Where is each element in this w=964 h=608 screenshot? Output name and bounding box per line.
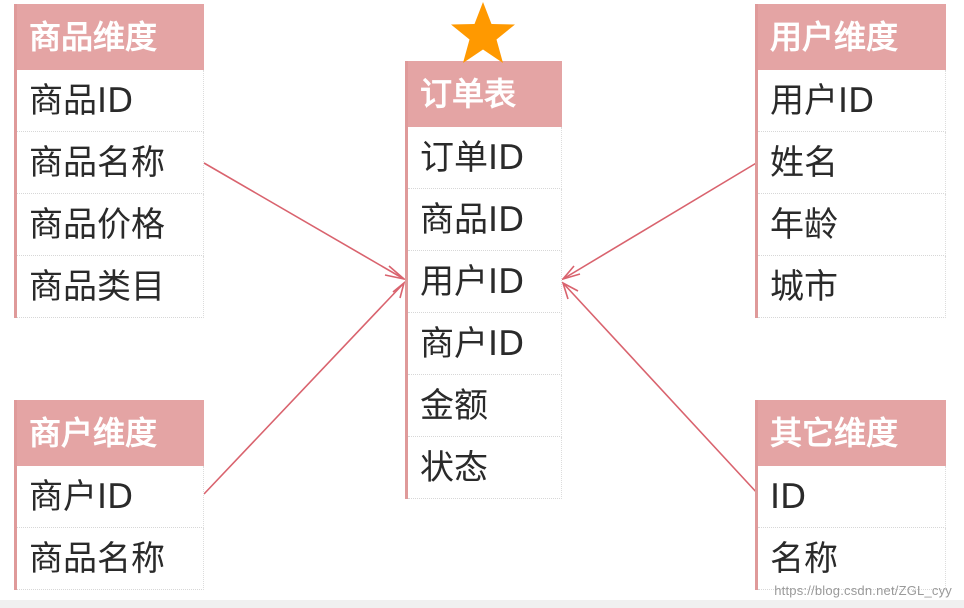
order-field-status: 状态: [408, 437, 562, 499]
order-field-user-id: 用户ID: [408, 251, 562, 313]
order-field-merchant-id: 商户ID: [408, 313, 562, 375]
product-field-product-price: 商品价格: [17, 194, 204, 256]
user-field-age: 年龄: [758, 194, 946, 256]
product-field-product-name: 商品名称: [17, 132, 204, 194]
product-dimension-title: 商品维度: [17, 4, 204, 70]
merchant-field-product-name: 商品名称: [17, 528, 204, 590]
other-dimension-table: 其它维度 ID 名称: [755, 400, 946, 590]
user-field-user-id: 用户ID: [758, 70, 946, 132]
bottom-strip: [0, 600, 964, 608]
other-field-id: ID: [758, 466, 946, 528]
merchant-field-merchant-id: 商户ID: [17, 466, 204, 528]
order-table-title: 订单表: [408, 61, 562, 127]
star-icon: [451, 2, 515, 63]
other-dimension-title: 其它维度: [758, 400, 946, 466]
merchant-dimension-table: 商户维度 商户ID 商品名称: [14, 400, 204, 590]
order-field-product-id: 商品ID: [408, 189, 562, 251]
product-dimension-table: 商品维度 商品ID 商品名称 商品价格 商品类目: [14, 4, 204, 318]
connector-product-dimension: [203, 162, 405, 280]
order-field-amount: 金额: [408, 375, 562, 437]
arrowhead-other-dimension: [561, 281, 579, 300]
order-fact-table: 订单表 订单ID 商品ID 用户ID 商户ID 金额 状态: [405, 61, 562, 499]
arrowhead-merchant-dimension: [392, 280, 406, 299]
arrowhead-user-dimension: [560, 265, 581, 281]
user-field-name: 姓名: [758, 132, 946, 194]
connector-other-dimension: [562, 282, 759, 495]
watermark: https://blog.csdn.net/ZGL_cyy: [774, 583, 952, 598]
user-dimension-table: 用户维度 用户ID 姓名 年龄 城市: [755, 4, 946, 318]
connector-merchant-dimension: [203, 282, 405, 495]
arrowhead-product-dimension: [384, 265, 407, 281]
other-field-name: 名称: [758, 528, 946, 590]
product-field-product-category: 商品类目: [17, 256, 204, 318]
order-field-order-id: 订单ID: [408, 127, 562, 189]
user-field-city: 城市: [758, 256, 946, 318]
merchant-dimension-title: 商户维度: [17, 400, 204, 466]
connector-user-dimension: [562, 161, 759, 280]
product-field-product-id: 商品ID: [17, 70, 204, 132]
user-dimension-title: 用户维度: [758, 4, 946, 70]
